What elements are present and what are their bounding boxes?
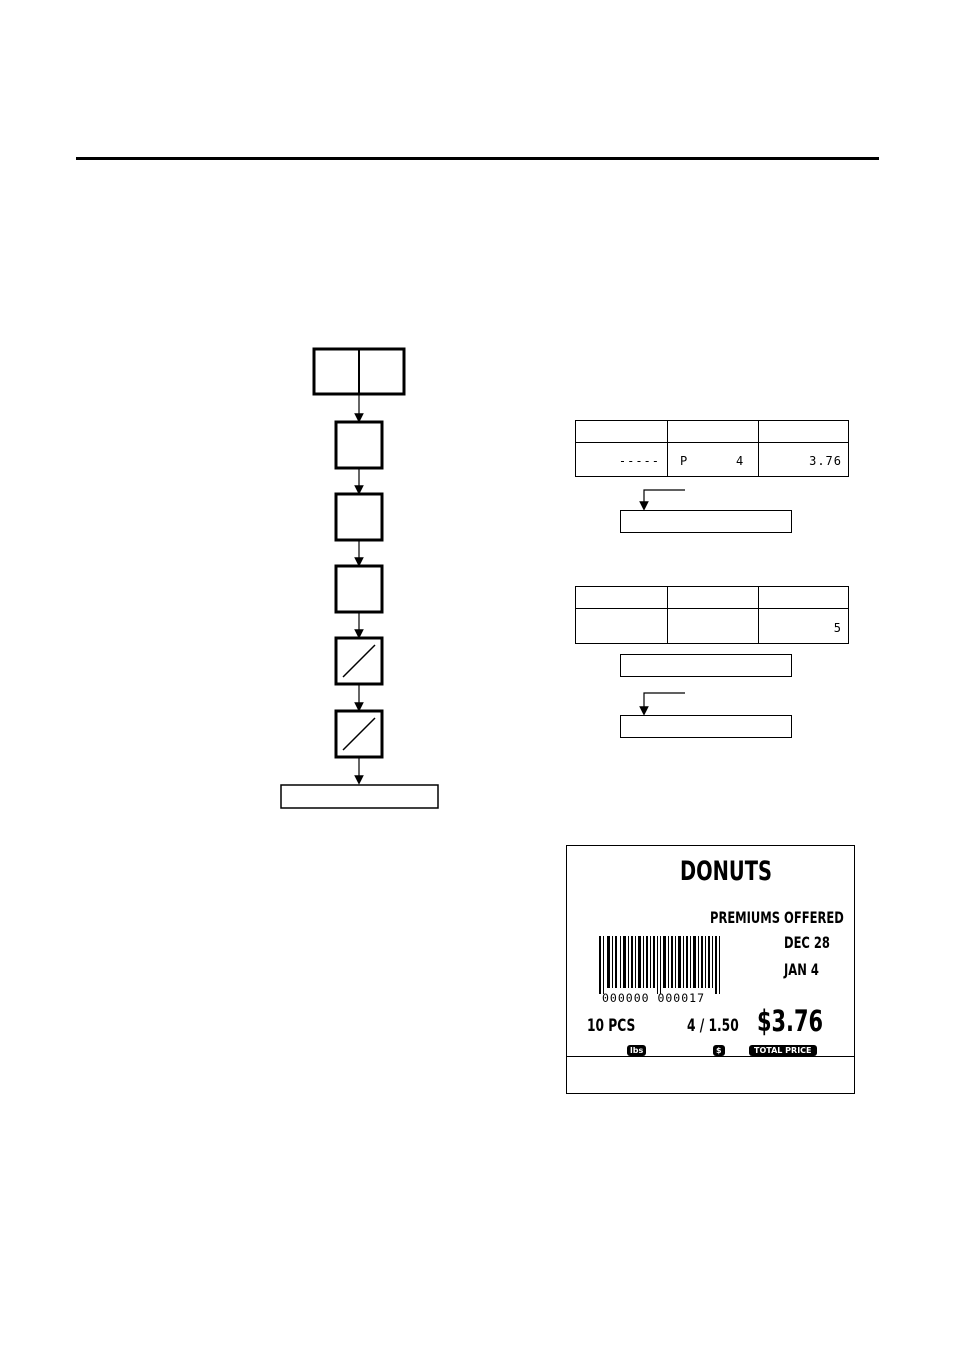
scale-display-1: ----- P 4 3.76 <box>575 420 849 477</box>
status-bar-2 <box>620 654 792 677</box>
barcode-digits: 000000 000017 <box>602 991 706 1005</box>
display-1-count: 4 <box>736 454 745 468</box>
status-bar-1 <box>620 510 792 533</box>
label-unit-price: 4 / 1.50 <box>687 1016 739 1036</box>
result-bar <box>280 784 439 809</box>
header-rule <box>76 157 879 160</box>
tag-lbs: lbs <box>627 1045 647 1056</box>
display-1-dashes: ----- <box>618 454 660 468</box>
label-quantity: 10 PCS <box>587 1016 636 1036</box>
label-date-2: JAN 4 <box>784 960 819 979</box>
printed-label: DONUTS PREMIUMS OFFERED DEC 28 JAN 4 <box>566 845 855 1094</box>
barcode <box>599 936 720 994</box>
label-date-1: DEC 28 <box>784 933 830 952</box>
status-bar-3 <box>620 715 792 738</box>
display-arrow-1 <box>639 489 685 511</box>
label-footer-line <box>567 1056 854 1057</box>
label-premiums: PREMIUMS OFFERED <box>710 908 844 927</box>
key-box-2 <box>334 492 384 542</box>
scale-display-2: 5 <box>575 586 849 644</box>
key-box-3 <box>334 564 384 614</box>
tag-total-price: TOTAL PRICE <box>749 1045 817 1056</box>
double-key <box>312 347 406 396</box>
label-total-price: $3.76 <box>757 1004 824 1038</box>
display-1-prefix: P <box>680 454 689 468</box>
display-1-total: 3.76 <box>809 454 842 468</box>
display-arrow-2 <box>639 692 685 716</box>
label-product-name: DONUTS <box>680 856 772 887</box>
key-box-1 <box>334 420 384 470</box>
tag-dollar: $ <box>713 1045 725 1056</box>
display-2-value: 5 <box>833 621 842 635</box>
slash-key-2 <box>334 709 384 759</box>
slash-key-1 <box>334 636 384 686</box>
